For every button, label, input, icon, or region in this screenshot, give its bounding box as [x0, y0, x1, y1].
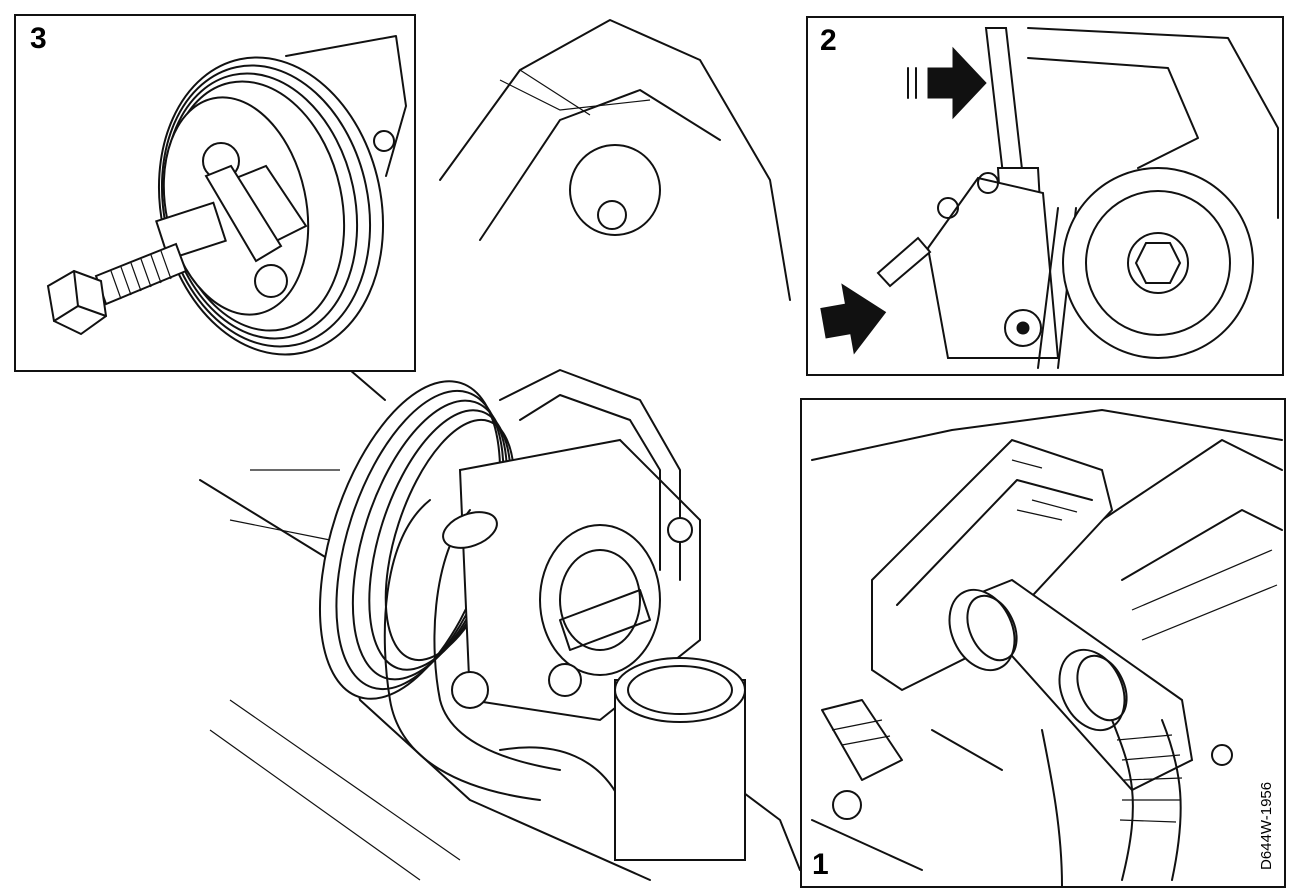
panel-2-number: 2: [820, 24, 837, 57]
belt-tensioner-drawing: [820, 27, 1279, 369]
air-intake-drawing: [811, 409, 1283, 886]
pulley: [318, 380, 516, 700]
direction-arrow-up: [907, 46, 987, 120]
puller-tool: [46, 164, 308, 336]
pulley-puller-drawing: [46, 35, 407, 356]
panel-3: 3: [14, 14, 416, 372]
power-steering-pump: [451, 369, 701, 722]
air-filter-box: [871, 438, 1114, 692]
fluid-reservoir: [614, 657, 746, 861]
direction-arrow-down: [820, 283, 887, 355]
panel-1-number: 1: [812, 848, 829, 881]
panel-2: 2: [806, 16, 1284, 376]
reference-code: D644W-1956: [1258, 781, 1275, 870]
intake-hose: [948, 578, 1194, 881]
panel-3-number: 3: [30, 22, 47, 55]
panel-1: 1: [800, 398, 1286, 888]
